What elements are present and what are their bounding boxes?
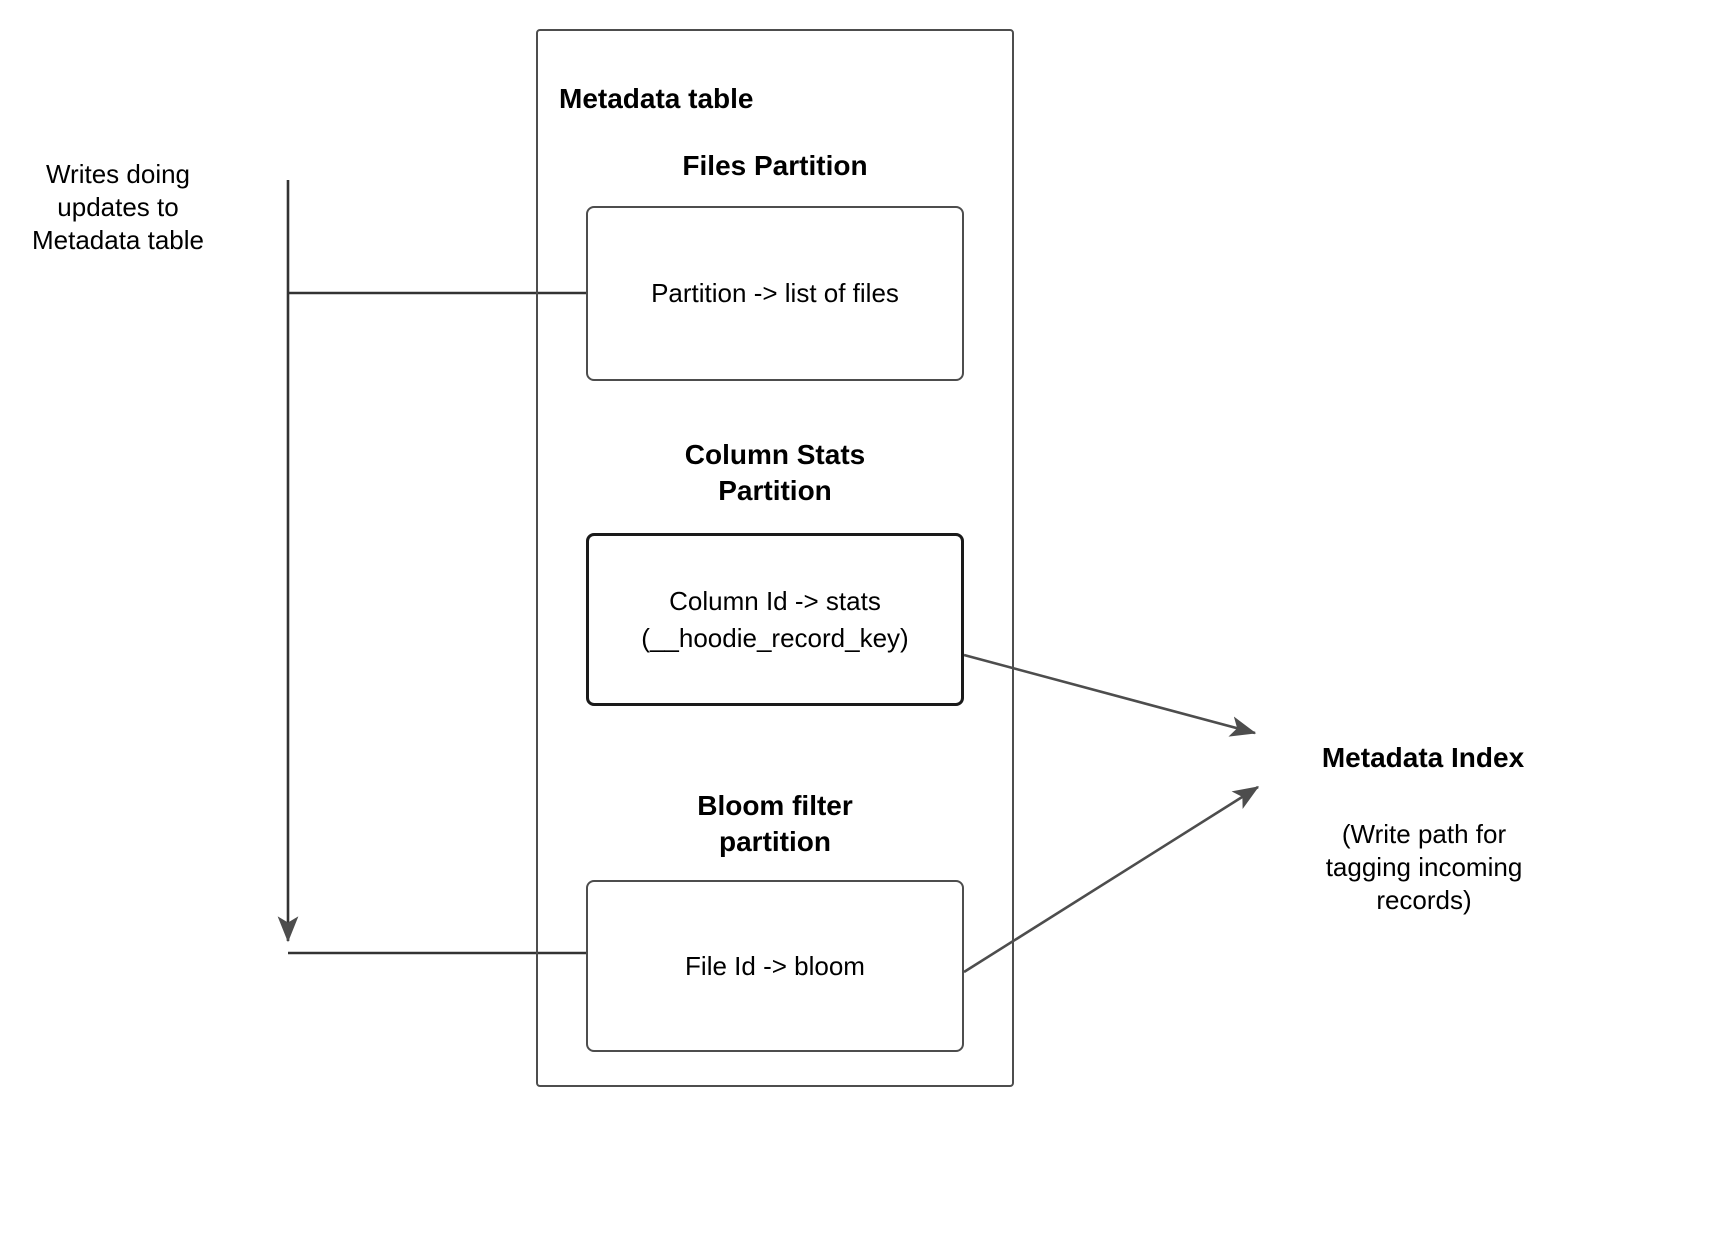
bloom-filter-partition-box[interactable]: File Id -> bloom <box>586 880 964 1052</box>
metadata-index-note: (Write path for tagging incoming records… <box>1325 819 1523 916</box>
metadata-table-title: Metadata table <box>559 83 754 114</box>
bloom-filter-partition-box-label: File Id -> bloom <box>685 950 865 981</box>
writes-caption: Writes doing updates to Metadata table <box>31 159 204 256</box>
column-stats-partition-box[interactable]: Column Id -> stats (__hoodie_record_key) <box>586 533 964 706</box>
metadata-index-title: Metadata Index <box>1321 742 1525 773</box>
column-stats-partition-box-label: Column Id -> stats (__hoodie_record_key) <box>641 586 909 653</box>
files-partition-box-label: Partition -> list of files <box>651 278 899 309</box>
column-stats-partition-heading: Column Stats Partition <box>684 439 866 506</box>
bloom-filter-partition-heading: Bloom filter partition <box>697 790 853 857</box>
files-partition-box[interactable]: Partition -> list of files <box>586 206 964 381</box>
metadata-table-container <box>536 29 1014 1087</box>
files-partition-heading: Files Partition <box>682 150 868 181</box>
